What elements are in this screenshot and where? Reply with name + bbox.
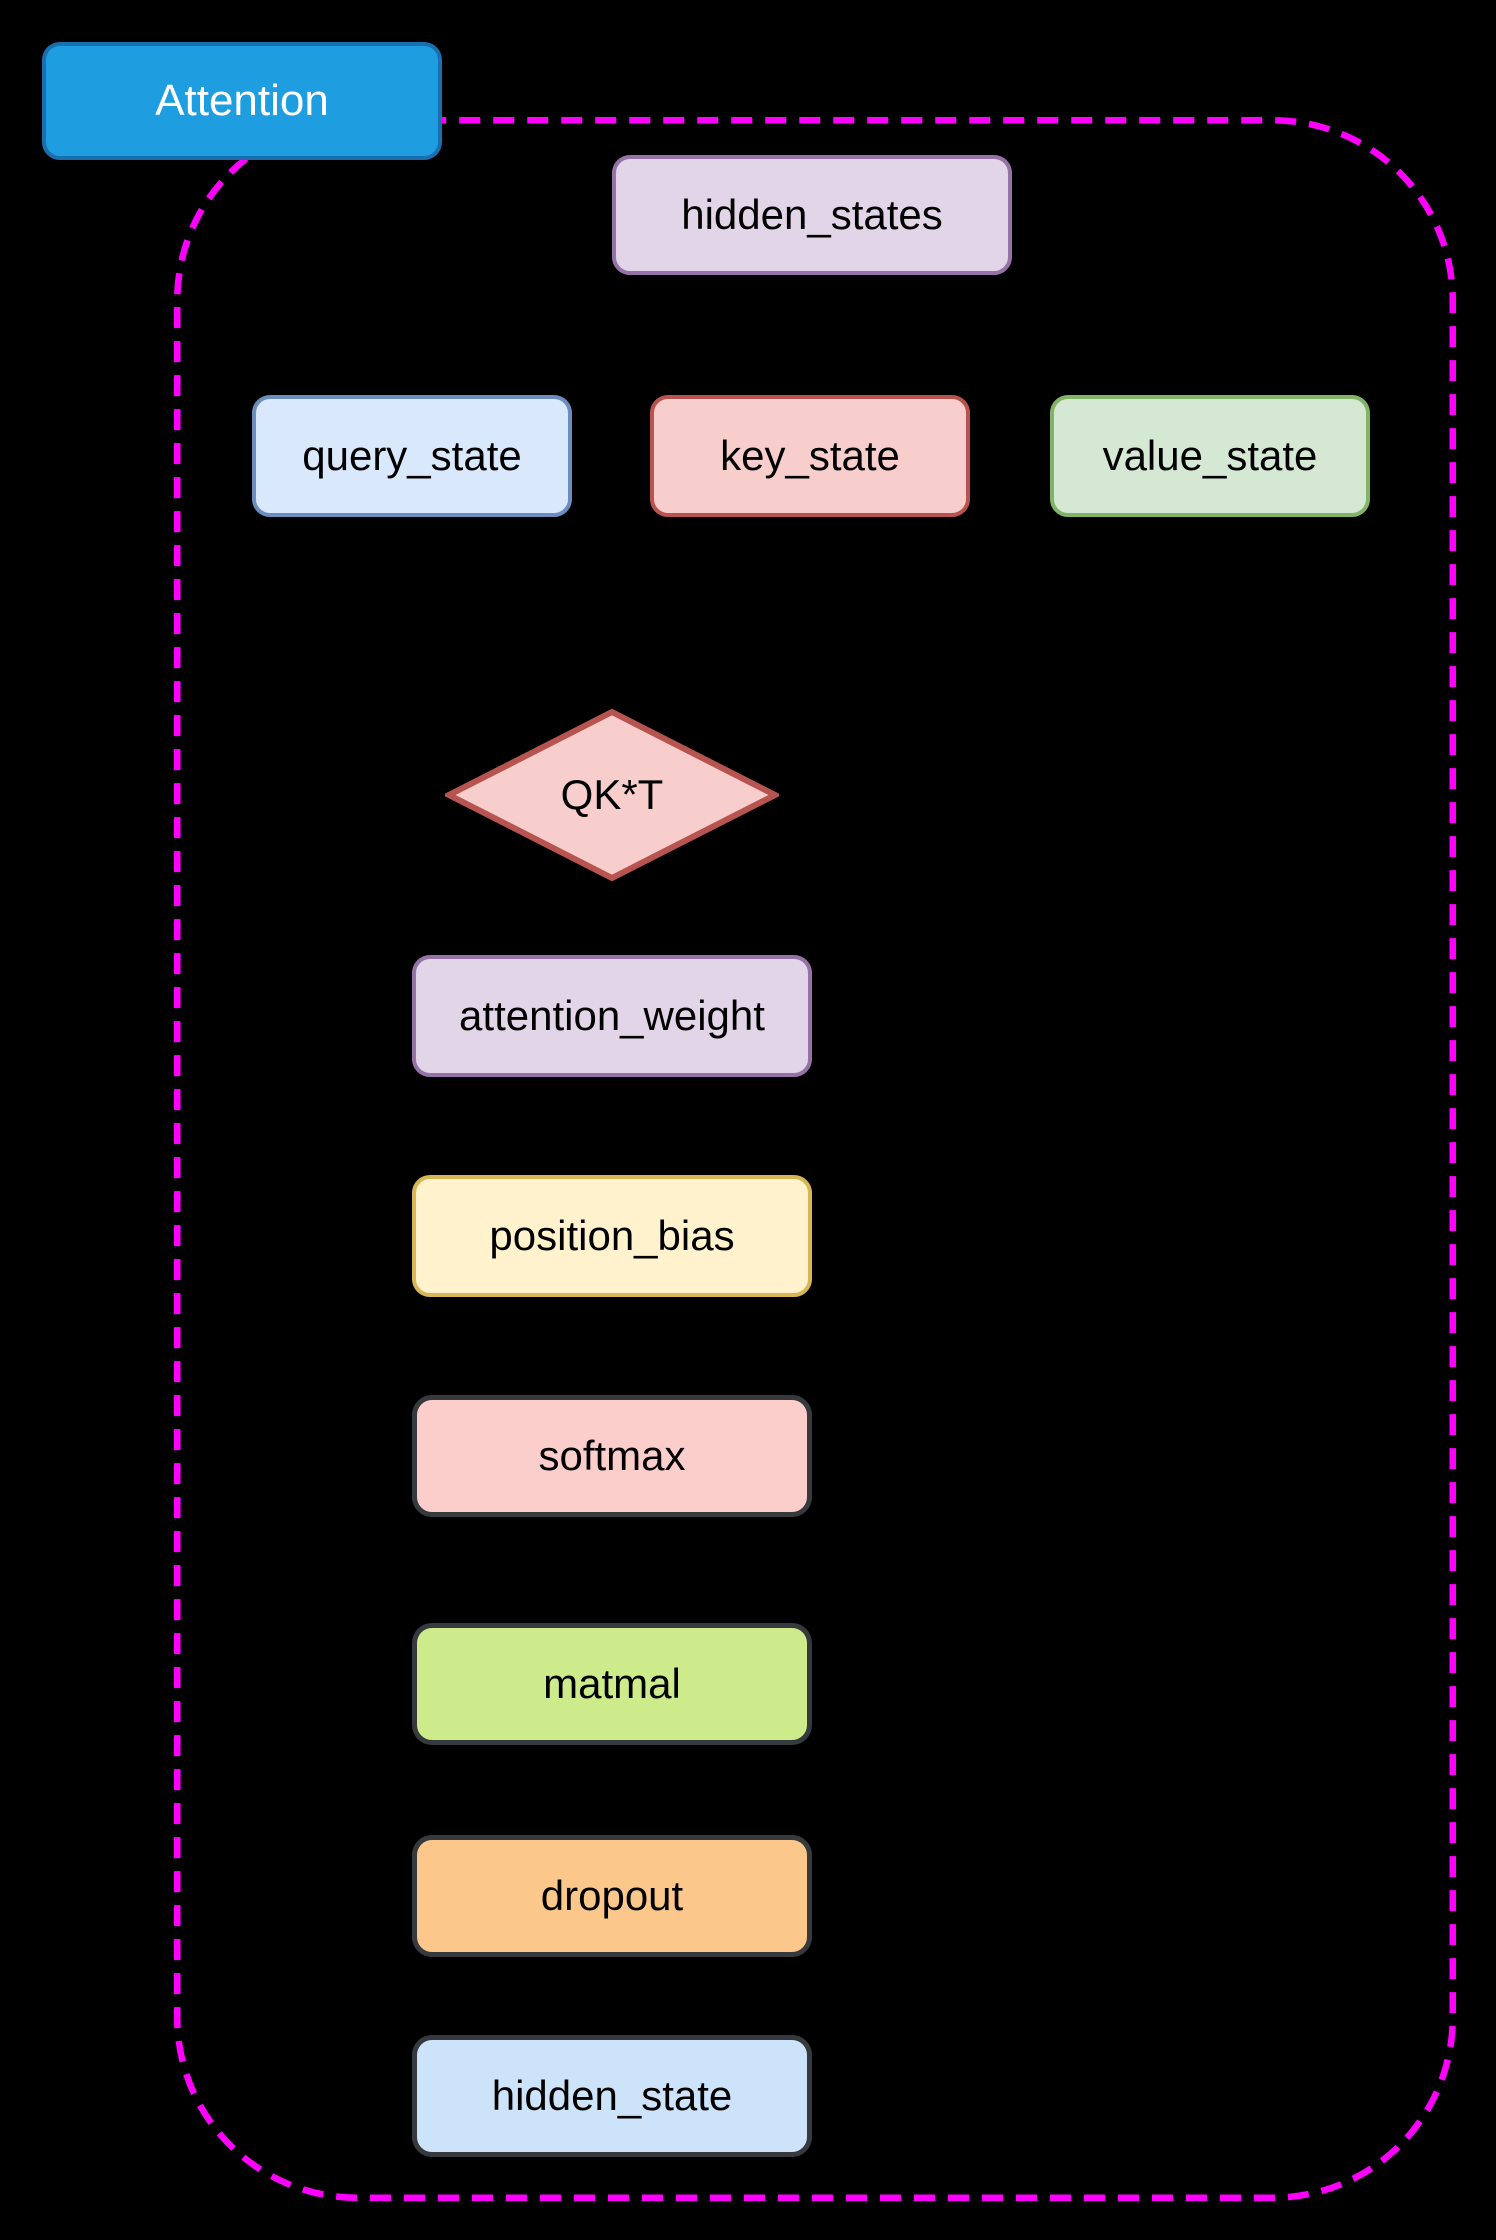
node-hidden-states-label: hidden_states — [681, 191, 943, 238]
node-dropout-label: dropout — [540, 1872, 684, 1919]
node-value-state: value_state — [1050, 395, 1370, 517]
node-softmax: softmax — [412, 1395, 812, 1517]
node-hidden-states: hidden_states — [612, 155, 1012, 275]
node-qkt-decision-diamond: QK*T — [445, 708, 779, 882]
node-position-bias: position_bias — [412, 1175, 812, 1297]
node-hidden-state: hidden_state — [412, 2035, 812, 2157]
diamond-shape — [445, 708, 779, 882]
node-key-state-label: key_state — [720, 432, 900, 479]
attention-module-title-label: Attention — [155, 76, 329, 125]
node-attention-weight: attention_weight — [412, 955, 812, 1077]
node-query-state: query_state — [252, 395, 572, 517]
node-position-bias-label: position_bias — [489, 1212, 735, 1259]
node-value-state-label: value_state — [1102, 432, 1318, 479]
node-attention-weight-label: attention_weight — [459, 992, 765, 1039]
node-matmal: matmal — [412, 1623, 812, 1745]
node-softmax-label: softmax — [538, 1432, 686, 1479]
node-query-state-label: query_state — [302, 432, 522, 479]
node-hidden-state-label: hidden_state — [491, 2072, 733, 2119]
node-dropout: dropout — [412, 1835, 812, 1957]
node-key-state: key_state — [650, 395, 970, 517]
node-matmal-label: matmal — [543, 1660, 681, 1707]
attention-module-boundary — [174, 117, 1456, 2201]
attention-module-title: Attention — [42, 42, 442, 160]
node-qkt-label: QK*T — [560, 771, 664, 818]
